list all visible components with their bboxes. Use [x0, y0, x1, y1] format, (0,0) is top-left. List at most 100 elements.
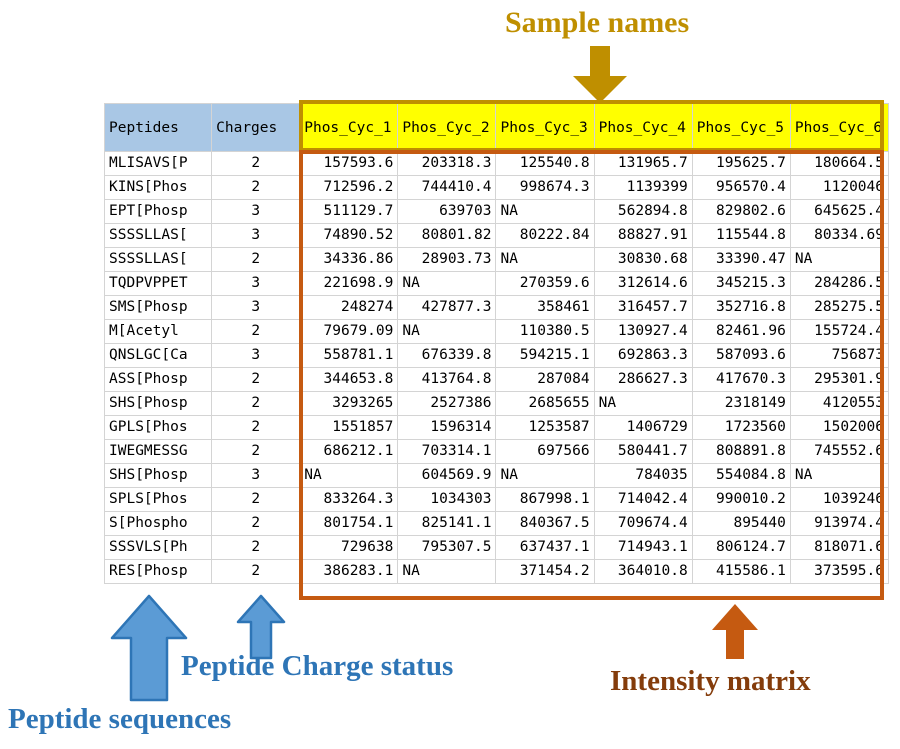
peptide-sequence-cell[interactable]: ASS[Phosp — [103, 367, 213, 392]
intensity-cell[interactable]: 703314.1 — [397, 439, 497, 464]
intensity-cell[interactable]: 80222.84 — [495, 223, 595, 248]
intensity-cell[interactable]: 604569.9 — [397, 463, 497, 488]
column-header-sample-1[interactable]: Phos_Cyc_1 — [299, 103, 399, 152]
peptide-sequence-cell[interactable]: SSSSLLAS[ — [103, 223, 213, 248]
intensity-cell[interactable]: 1406729 — [593, 415, 693, 440]
intensity-cell[interactable]: 829802.6 — [691, 199, 791, 224]
peptide-charge-cell[interactable]: 3 — [211, 343, 301, 368]
peptide-sequence-cell[interactable]: M[Acetyl — [103, 319, 213, 344]
intensity-cell[interactable]: 125540.8 — [495, 151, 595, 176]
intensity-cell[interactable]: 248274 — [299, 295, 399, 320]
intensity-cell[interactable]: 1139399 — [593, 175, 693, 200]
intensity-cell[interactable]: 352716.8 — [691, 295, 791, 320]
intensity-cell[interactable]: NA — [593, 391, 693, 416]
intensity-cell[interactable]: 79679.09 — [299, 319, 399, 344]
peptide-charge-cell[interactable]: 2 — [211, 535, 301, 560]
intensity-cell[interactable]: 2527386 — [397, 391, 497, 416]
intensity-cell[interactable]: 795307.5 — [397, 535, 497, 560]
intensity-cell[interactable]: 1596314 — [397, 415, 497, 440]
intensity-cell[interactable]: 287084 — [495, 367, 595, 392]
intensity-cell[interactable]: 692863.3 — [593, 343, 693, 368]
peptide-sequence-cell[interactable]: EPT[Phosp — [103, 199, 213, 224]
intensity-cell[interactable]: 639703 — [397, 199, 497, 224]
peptide-charge-cell[interactable]: 3 — [211, 463, 301, 488]
peptide-charge-cell[interactable]: 2 — [211, 247, 301, 272]
intensity-cell[interactable]: 833264.3 — [299, 487, 399, 512]
intensity-cell[interactable]: NA — [299, 463, 399, 488]
intensity-cell[interactable]: 511129.7 — [299, 199, 399, 224]
intensity-cell[interactable]: 956570.4 — [691, 175, 791, 200]
intensity-cell[interactable]: 676339.8 — [397, 343, 497, 368]
intensity-cell[interactable]: 806124.7 — [691, 535, 791, 560]
intensity-cell[interactable]: 580441.7 — [593, 439, 693, 464]
intensity-cell[interactable]: 729638 — [299, 535, 399, 560]
column-header-sample-3[interactable]: Phos_Cyc_3 — [495, 103, 595, 152]
peptide-sequence-cell[interactable]: IWEGMESSG — [103, 439, 213, 464]
intensity-cell[interactable]: 990010.2 — [691, 487, 791, 512]
intensity-cell[interactable]: 80801.82 — [397, 223, 497, 248]
intensity-cell[interactable]: 587093.6 — [691, 343, 791, 368]
peptide-sequence-cell[interactable]: KINS[Phos — [103, 175, 213, 200]
intensity-cell[interactable]: 74890.52 — [299, 223, 399, 248]
intensity-cell[interactable]: 697566 — [495, 439, 595, 464]
peptide-charge-cell[interactable]: 3 — [211, 295, 301, 320]
peptide-sequence-cell[interactable]: S[Phospho — [103, 511, 213, 536]
peptide-charge-cell[interactable]: 2 — [211, 559, 301, 584]
peptide-charge-cell[interactable]: 3 — [211, 271, 301, 296]
intensity-cell[interactable]: 80334.69 — [789, 223, 890, 248]
intensity-cell[interactable]: 913974.4 — [789, 511, 890, 536]
intensity-cell[interactable]: 2685655 — [495, 391, 595, 416]
intensity-cell[interactable]: 373595.6 — [789, 559, 890, 584]
intensity-cell[interactable]: NA — [789, 463, 890, 488]
intensity-cell[interactable]: NA — [397, 271, 497, 296]
intensity-cell[interactable]: 998674.3 — [495, 175, 595, 200]
peptide-charge-cell[interactable]: 3 — [211, 223, 301, 248]
intensity-cell[interactable]: 895440 — [691, 511, 791, 536]
peptide-charge-cell[interactable]: 2 — [211, 175, 301, 200]
intensity-cell[interactable]: 203318.3 — [397, 151, 497, 176]
intensity-cell[interactable]: 88827.91 — [593, 223, 693, 248]
intensity-cell[interactable]: 801754.1 — [299, 511, 399, 536]
peptide-charge-cell[interactable]: 2 — [211, 415, 301, 440]
intensity-cell[interactable]: 131965.7 — [593, 151, 693, 176]
peptide-charge-cell[interactable]: 3 — [211, 199, 301, 224]
intensity-cell[interactable]: 686212.1 — [299, 439, 399, 464]
intensity-cell[interactable]: 413764.8 — [397, 367, 497, 392]
intensity-cell[interactable]: 594215.1 — [495, 343, 595, 368]
peptide-sequence-cell[interactable]: SPLS[Phos — [103, 487, 213, 512]
intensity-cell[interactable]: 417670.3 — [691, 367, 791, 392]
intensity-cell[interactable]: 295301.9 — [789, 367, 890, 392]
intensity-cell[interactable]: 195625.7 — [691, 151, 791, 176]
intensity-cell[interactable]: 714943.1 — [593, 535, 693, 560]
intensity-cell[interactable]: 818071.6 — [789, 535, 890, 560]
intensity-cell[interactable]: 1034303 — [397, 487, 497, 512]
peptide-sequence-cell[interactable]: QNSLGC[Ca — [103, 343, 213, 368]
intensity-cell[interactable]: 558781.1 — [299, 343, 399, 368]
intensity-cell[interactable]: 110380.5 — [495, 319, 595, 344]
intensity-cell[interactable]: 30830.68 — [593, 247, 693, 272]
intensity-cell[interactable]: 358461 — [495, 295, 595, 320]
intensity-cell[interactable]: 28903.73 — [397, 247, 497, 272]
column-header-sample-6[interactable]: Phos_Cyc_6 — [789, 103, 890, 152]
intensity-cell[interactable]: 867998.1 — [495, 487, 595, 512]
peptide-charge-cell[interactable]: 2 — [211, 487, 301, 512]
peptide-sequence-cell[interactable]: GPLS[Phos — [103, 415, 213, 440]
peptide-sequence-cell[interactable]: TQDPVPPET — [103, 271, 213, 296]
intensity-cell[interactable]: 1253587 — [495, 415, 595, 440]
intensity-cell[interactable]: 2318149 — [691, 391, 791, 416]
intensity-cell[interactable]: 825141.1 — [397, 511, 497, 536]
peptide-charge-cell[interactable]: 2 — [211, 151, 301, 176]
intensity-cell[interactable]: 312614.6 — [593, 271, 693, 296]
intensity-cell[interactable]: 1120046 — [789, 175, 890, 200]
